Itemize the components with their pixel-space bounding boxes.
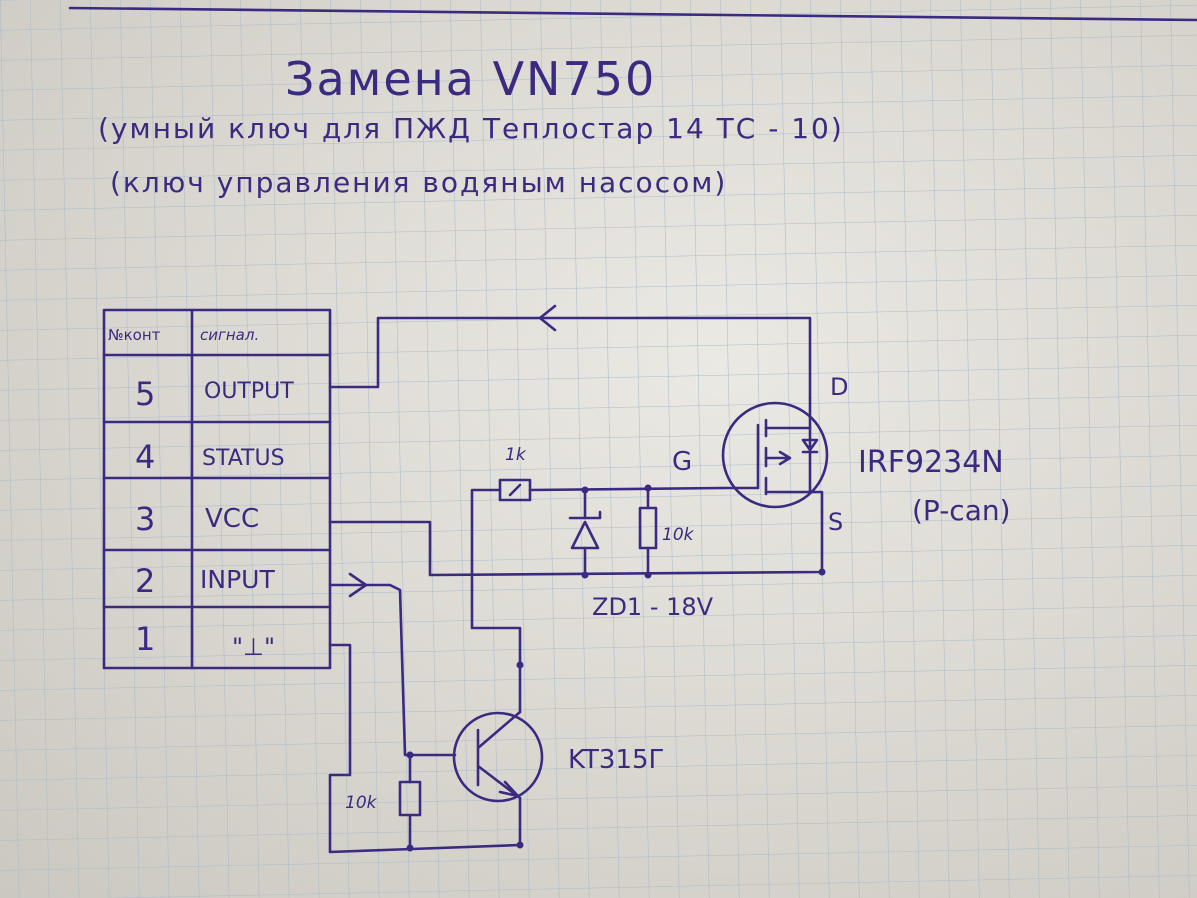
pin-number: 5 (135, 375, 155, 413)
base-resistor: 10k (345, 780, 422, 817)
gate-resistor-label: 1k (505, 445, 527, 465)
page-margin-line (68, 6, 1197, 22)
pin-signal: STATUS (202, 446, 285, 471)
pin-table: №конт сигнал. 5 OUTPUT 4 STATUS 3 VCC 2 … (102, 308, 332, 670)
gate-label: G (672, 447, 692, 477)
pin-signal: VCC (205, 504, 259, 534)
pin-signal: "⊥" (232, 633, 275, 661)
mosfet-type: (P-can) (912, 494, 1011, 527)
source-label: S (828, 508, 843, 536)
gs-resistor: 10k (638, 506, 695, 550)
drain-label: D (830, 373, 848, 401)
wires (328, 304, 826, 854)
table-header-signal: сигнал. (200, 326, 259, 344)
pin-signal: OUTPUT (204, 379, 294, 404)
zener-label: ZD1 - 18V (592, 593, 714, 621)
title: Замена VN750 (285, 52, 656, 106)
table-header-pin: №конт (108, 326, 161, 344)
subtitle-1: (умный ключ для ПЖД Теплостар 14 ТС - 10… (98, 112, 844, 145)
subtitle-2: (ключ управления водяным насосом) (110, 166, 727, 199)
npn-transistor: KT315Г (452, 710, 664, 803)
pin-number: 2 (135, 562, 155, 600)
mosfet-symbol: D G S IRF9234N (P-can) (672, 373, 1011, 536)
pin-number: 1 (135, 620, 155, 658)
zener-diode: ZD1 - 18V (568, 510, 714, 621)
gs-resistor-label: 10k (662, 525, 695, 545)
mosfet-name: IRF9234N (858, 445, 1004, 480)
pin-number: 4 (135, 438, 155, 476)
gate-resistor: 1k (498, 445, 532, 502)
base-resistor-label: 10k (345, 793, 378, 813)
pin-number: 3 (135, 500, 155, 538)
transistor-label: KT315Г (568, 745, 664, 775)
pin-signal: INPUT (200, 565, 275, 594)
